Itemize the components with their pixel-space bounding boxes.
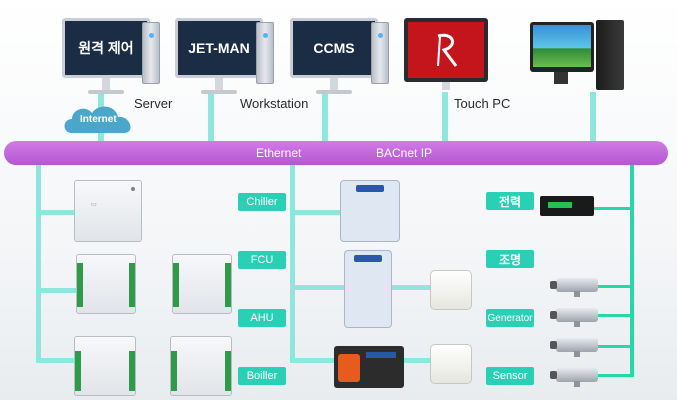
monitor-base: [201, 90, 237, 94]
field-branch: [586, 314, 632, 317]
desktop-tower-icon: [256, 22, 274, 84]
boiler-controller: [74, 336, 136, 396]
controller-icon: [173, 263, 179, 307]
monitor-stand: [330, 78, 338, 92]
fcu-tag: FCU: [238, 251, 286, 269]
sensor-box-icon: [430, 344, 472, 384]
controller-icon: [77, 263, 83, 307]
remote-control-monitor: 원격 제어: [62, 18, 150, 78]
power-tag: 전력: [486, 192, 534, 210]
touch-pc-stand: [442, 82, 450, 90]
fcu-controller: [172, 254, 232, 314]
touch-pc-label: Touch PC: [454, 96, 511, 111]
actuator-controller: [334, 346, 404, 388]
camera-icon: [550, 368, 598, 387]
generator-tag: Generator: [486, 309, 534, 327]
branch-cable: [36, 210, 76, 215]
field-branch: [586, 285, 632, 288]
uplink-cable: [322, 92, 328, 144]
bacnet-controller: [344, 250, 392, 328]
lighting-tag: 조명: [486, 250, 534, 268]
jetman-monitor: JET-MAN: [175, 18, 263, 78]
desktop-tower-icon: [142, 22, 160, 84]
controller-icon: [225, 263, 231, 307]
branch-cable: [36, 358, 76, 363]
camera-icon: [550, 308, 598, 327]
bacnet-controller: [340, 180, 400, 242]
field-branch: [590, 207, 632, 210]
cloud-icon: [64, 106, 131, 133]
center-drop-cable: [290, 165, 295, 363]
field-branch: [586, 345, 632, 348]
controller-icon: [129, 263, 135, 307]
controller-icon: [131, 187, 135, 191]
monitor-base: [316, 90, 352, 94]
ethernet-label: Ethernet: [256, 146, 302, 160]
controller-icon: [225, 351, 231, 391]
fcu-controller: [76, 254, 136, 314]
controller-logo-icon: [366, 352, 396, 358]
controller-icon: [75, 351, 81, 391]
controller-icon: ▭: [91, 202, 97, 208]
controller-logo-icon: [356, 185, 384, 192]
desktop-tower-icon: [371, 22, 389, 84]
camera-icon: [550, 338, 598, 357]
desktop-screen: [533, 25, 591, 67]
camera-icon: [550, 278, 598, 297]
uplink-cable: [208, 92, 214, 144]
touch-pc-screen: [408, 22, 484, 78]
desktop-monitor: [530, 22, 594, 72]
monitor-text-jetman: JET-MAN: [188, 40, 250, 56]
sensor-box-icon: [430, 270, 472, 310]
monitor-stand: [215, 78, 223, 92]
branch-cable: [36, 288, 76, 293]
ahu-tag: AHU: [238, 309, 286, 327]
boiler-tag: Boiller: [238, 367, 286, 385]
chiller-tag: Chiller: [238, 193, 286, 211]
uplink-cable: [590, 92, 596, 144]
meter-display: [548, 202, 572, 208]
desktop-tower-icon: [596, 20, 624, 90]
left-drop-cable: [36, 165, 41, 363]
controller-icon: [171, 351, 177, 391]
controller-logo-icon: [354, 255, 382, 262]
uplink-cable: [442, 92, 448, 144]
ethernet-bus: Ethernet BACnet IP: [4, 141, 668, 165]
touch-panel-logo-icon: [437, 33, 458, 67]
touch-pc: [404, 18, 488, 82]
boiler-controller: [170, 336, 232, 396]
internet-label: Internet: [80, 114, 117, 125]
monitor-text-remote: 원격 제어: [78, 40, 134, 56]
ccms-monitor: CCMS: [290, 18, 378, 78]
field-drop-cable: [630, 165, 634, 377]
sensor-tag: Sensor: [486, 367, 534, 385]
monitor-text-ccms: CCMS: [313, 40, 355, 56]
chiller-controller: ▭: [74, 180, 142, 242]
monitor-base: [88, 90, 124, 94]
field-branch: [586, 374, 632, 377]
branch-cable: [290, 210, 340, 215]
server-label: Server: [134, 96, 173, 111]
desktop-stand: [554, 72, 568, 84]
workstation-label: Workstation: [240, 96, 309, 111]
actuator-icon: [338, 354, 360, 382]
monitor-stand: [102, 78, 110, 92]
power-meter-icon: [540, 196, 594, 216]
controller-icon: [129, 351, 135, 391]
bacnet-label: BACnet IP: [376, 146, 433, 160]
